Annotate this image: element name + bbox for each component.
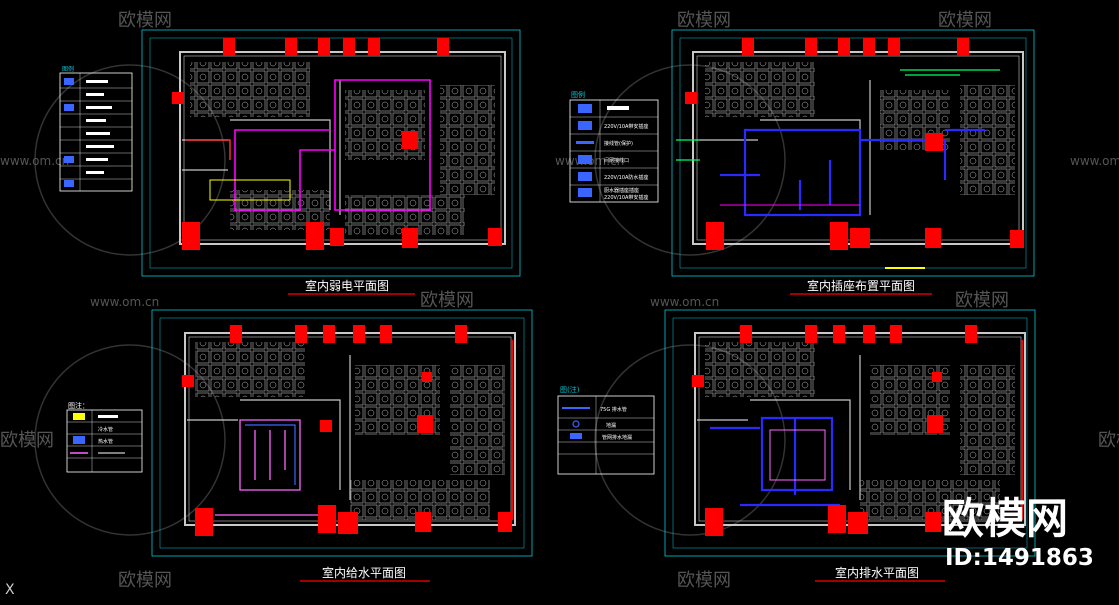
legend-row: 接线管(保护) (604, 140, 633, 147)
watermark-url: www.om.cn (650, 295, 719, 309)
legend-socket: 图例 220V/10A带安插座 接线管(保护) 间网接线口 220V/10A防水… (569, 90, 659, 203)
watermark-circles (34, 64, 786, 536)
legend-row: 75G 排水管 (600, 406, 627, 413)
legend-row: 厨水器插座插座 (604, 187, 639, 194)
plan-title: 室内排水平面图 (835, 565, 919, 580)
watermark-brand: 欧模网 (420, 290, 474, 311)
legend-title: 图注： (68, 401, 89, 410)
watermark-brand: 欧模网 (955, 290, 1009, 311)
legend-row: 热水管 (98, 438, 113, 445)
watermark-brand: 欧模网 (0, 430, 54, 451)
svg-text:图例: 图例 (62, 65, 74, 73)
legend-weak: 图例 (59, 65, 133, 192)
plan-weak-electric: 室内弱电平面图 (141, 29, 521, 295)
legend-title: 图例 (571, 90, 585, 99)
watermark-brand: 欧模网 (677, 570, 731, 591)
watermark-brand: 欧模网 (1098, 430, 1119, 451)
legend-title: 图(注) (560, 385, 580, 394)
watermark-url: www.om.cn (90, 295, 159, 309)
watermark-brand: 欧模网 (118, 10, 172, 31)
legend-row: 间网接线口 (604, 157, 629, 164)
plan-drainage: 室内排水平面图 (664, 309, 1036, 582)
brand-logo-text: 欧模网 (942, 494, 1068, 543)
watermark-brand: 欧模网 (677, 10, 731, 31)
watermark-brand: 欧模网 (118, 570, 172, 591)
plan-title: 室内弱电平面图 (305, 278, 389, 293)
plan-socket: 室内插座布置平面图 (671, 29, 1035, 295)
watermarks: 欧模网 欧模网 欧模网 www.om.cn www.om.cn www.om.c… (0, 10, 1119, 591)
plan-title: 室内插座布置平面图 (807, 278, 915, 293)
watermark-url: www.om.cn (0, 154, 69, 168)
watermark-brand: 欧模网 (938, 10, 992, 31)
close-icon[interactable]: X (5, 582, 15, 598)
watermark-url: www.om.cn (1070, 154, 1119, 168)
legend-water: 图注： 冷水管 热水管 (66, 401, 143, 473)
legend-row: 220V/10A带安插座 (604, 194, 648, 201)
legend-drain: 图(注) 75G 排水管 地漏 管网排水地漏 (557, 385, 655, 475)
legend-row: 220V/10A带安插座 (604, 123, 648, 130)
legend-row: 冷水管 (98, 426, 113, 433)
legend-row: 220V/10A防水插座 (604, 174, 648, 181)
legend-row: 地漏 (606, 422, 616, 429)
plan-water-supply: 室内给水平面图 (151, 309, 533, 582)
legend-row: 管网排水地漏 (602, 434, 632, 441)
brand-footer: 欧模网 ID:1491863 (942, 494, 1094, 571)
plan-title: 室内给水平面图 (322, 565, 406, 580)
asset-id: ID:1491863 (945, 545, 1094, 571)
